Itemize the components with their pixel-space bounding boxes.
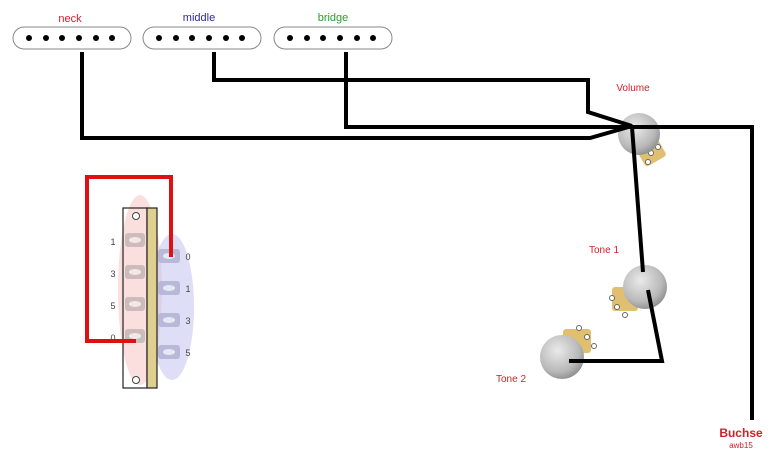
pickup-label-middle: middle <box>183 12 215 24</box>
switch-left-label: 3 <box>110 269 115 279</box>
jumper-wire <box>85 175 173 343</box>
pickup-bridge <box>273 26 393 50</box>
tone2-pot <box>540 325 597 379</box>
wire-tone-link <box>569 289 665 363</box>
tone2-label: Tone 2 <box>496 374 526 385</box>
selector-switch <box>118 195 194 389</box>
jack-label: Buchse <box>719 426 763 440</box>
switch-right-label: 5 <box>185 348 190 358</box>
switch-left-label: 1 <box>110 237 115 247</box>
wire-output <box>632 125 754 420</box>
volume-label: Volume <box>616 83 650 94</box>
pickup-label-neck: neck <box>58 13 82 25</box>
wire-tone <box>630 126 645 273</box>
tone1-label: Tone 1 <box>589 245 619 256</box>
wire-middle <box>212 52 633 128</box>
switch-right-label: 0 <box>185 252 190 262</box>
switch-right-label: 1 <box>185 284 190 294</box>
volume-pot <box>618 113 666 167</box>
black-wires <box>80 52 754 420</box>
pickup-label-bridge: bridge <box>318 12 349 24</box>
wire-neck <box>80 52 633 140</box>
wire-bridge <box>344 52 632 129</box>
switch-left-label: 5 <box>110 301 115 311</box>
switch-right-label: 3 <box>185 316 190 326</box>
pickup-middle <box>142 26 262 50</box>
tone1-pot <box>609 265 667 318</box>
jack-sublabel: awb15 <box>729 441 753 450</box>
pickup-neck <box>12 26 132 50</box>
switch-left-label: 0 <box>110 333 115 343</box>
